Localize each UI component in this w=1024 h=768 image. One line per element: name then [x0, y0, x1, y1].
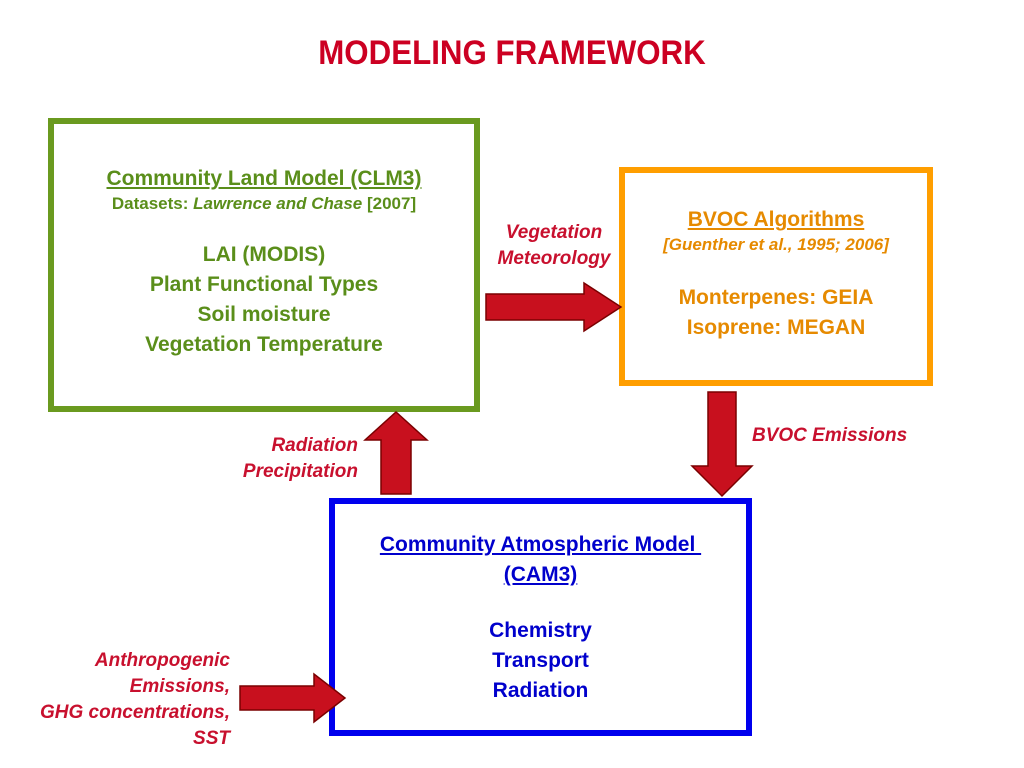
clm-item-pft: Plant Functional Types [149, 273, 379, 296]
cam-heading-line2: (CAM3) [503, 563, 578, 586]
bvoc-heading: BVOC Algorithms [687, 208, 865, 231]
clm-datasets-prefix: Datasets: [111, 194, 194, 213]
cam-item-chemistry: Chemistry [489, 619, 592, 642]
label-precipitation: Precipitation [242, 461, 358, 482]
arrow-clm-to-bvoc [485, 281, 623, 333]
clm-box: Community Land Model (CLM3) Datasets: La… [48, 118, 480, 412]
cam-item-transport: Transport [492, 649, 589, 672]
label-vegetation: Vegetation [505, 222, 603, 243]
clm-item-soil-moisture: Soil moisture [197, 303, 331, 326]
label-anthropogenic: Anthropogenic [94, 650, 230, 671]
cam-heading-line1: Community Atmospheric Model [379, 533, 702, 556]
label-radiation-precipitation: Radiation Precipitation [190, 433, 358, 485]
bvoc-citation: [Guenther et al., 1995; 2006] [663, 235, 889, 254]
bvoc-box: BVOC Algorithms [Guenther et al., 1995; … [619, 167, 933, 386]
label-emissions: Emissions, [129, 676, 230, 697]
cam-box: Community Atmospheric Model (CAM3) Chemi… [329, 498, 752, 736]
clm-heading: Community Land Model (CLM3) [106, 167, 422, 190]
label-vegetation-meteorology: Vegetation Meteorology [484, 220, 624, 272]
label-ghg: GHG concentrations, [39, 702, 230, 723]
arrow-external-to-cam [239, 672, 347, 724]
clm-datasets-authors: Lawrence and Chase [193, 194, 363, 213]
page-title: MODELING FRAMEWORK [318, 34, 706, 72]
cam-item-radiation: Radiation [492, 679, 589, 702]
clm-item-lai: LAI (MODIS) [202, 243, 326, 266]
clm-item-vegetation-temperature: Vegetation Temperature [145, 333, 383, 356]
label-meteorology: Meteorology [497, 248, 611, 269]
label-external-inputs: Anthropogenic Emissions, GHG concentrati… [0, 648, 230, 752]
clm-datasets: Datasets: Lawrence and Chase [2007] [54, 192, 474, 216]
label-bvoc-emissions: BVOC Emissions [752, 423, 952, 449]
bvoc-item-isoprene: Isoprene: MEGAN [686, 316, 866, 339]
label-radiation: Radiation [271, 435, 358, 456]
clm-datasets-year: [2007] [362, 194, 417, 213]
label-sst: SST [193, 728, 230, 749]
arrow-bvoc-to-cam [690, 391, 754, 498]
arrow-cam-to-clm [363, 410, 429, 495]
bvoc-item-monoterpenes: Monterpenes: GEIA [678, 286, 874, 309]
label-bvoc-emissions-text: BVOC Emissions [752, 425, 908, 446]
